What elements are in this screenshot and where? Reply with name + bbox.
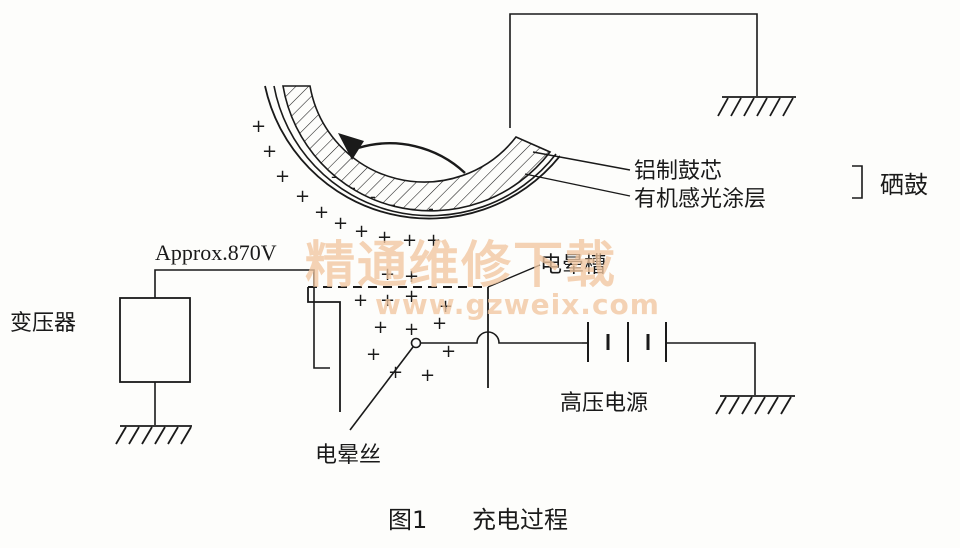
plus-sign: +: [373, 317, 388, 338]
ground-symbol-transformer: [115, 425, 192, 445]
hv-ground-wire: [666, 342, 756, 395]
watermark: 精通维修下载 www.gzweix.com: [305, 236, 660, 321]
plus-sign: +: [404, 266, 419, 287]
plus-sign: +: [404, 286, 419, 307]
minus-sign: -: [410, 199, 416, 218]
label-drum: 硒鼓: [880, 171, 928, 199]
corona-wire: [349, 331, 582, 431]
rotation-arrow: [338, 133, 466, 174]
drum: [264, 85, 560, 220]
plus-sign: +: [388, 362, 403, 383]
plus-sign: +: [426, 230, 441, 251]
slot-positive-charges: + + + + + + + + + + + + +: [353, 264, 456, 386]
label-corona-wire: 电晕丝: [315, 443, 381, 468]
caption-number: 图1: [388, 506, 427, 534]
drum-bracket: [852, 165, 863, 199]
plus-sign: +: [420, 365, 435, 386]
minus-sign: -: [428, 199, 434, 218]
minus-sign: -: [350, 178, 356, 197]
drum-ground-wire: [509, 13, 758, 128]
corona-wire-leader: [349, 346, 414, 431]
ground-symbol-hv: [715, 395, 795, 415]
label-hv-supply: 高压电源: [560, 391, 648, 416]
label-drum-core: 铝制鼓芯: [634, 159, 722, 184]
drum-positive-charges: + + + + + + + + + +: [251, 116, 441, 251]
label-opc-layer: 有机感光涂层: [634, 187, 766, 212]
ground-symbol-top: [717, 96, 796, 117]
drum-hatched-layer: [282, 85, 552, 212]
plus-sign: +: [353, 290, 368, 311]
plus-sign: +: [380, 264, 395, 285]
drum-mid-arc: [273, 85, 557, 217]
plus-sign: +: [275, 166, 290, 187]
plus-sign: +: [354, 221, 369, 242]
plus-sign: +: [377, 227, 392, 248]
minus-sign: -: [390, 195, 396, 214]
hv-battery: [587, 322, 667, 362]
plus-sign: +: [441, 341, 456, 362]
plus-sign: +: [402, 230, 417, 251]
label-voltage: Approx.870V: [155, 240, 277, 265]
plus-sign: +: [333, 213, 348, 234]
plus-sign: +: [251, 116, 266, 137]
plus-sign: +: [295, 186, 310, 207]
minus-sign: -: [370, 187, 376, 206]
leader-lines: [524, 151, 631, 197]
corona-slot-leader: [487, 264, 541, 288]
watermark-title: 精通维修下载: [305, 236, 617, 294]
corona-wire-node: [410, 337, 422, 349]
caption-title: 充电过程: [472, 506, 568, 534]
minus-sign: -: [331, 167, 337, 186]
plus-sign: +: [314, 202, 329, 223]
label-transformer: 变压器: [10, 311, 76, 336]
drum-negative-charges: - - - - - -: [331, 167, 434, 218]
plus-sign: +: [380, 290, 395, 311]
plus-sign: +: [438, 296, 453, 317]
corona-slot: [307, 264, 541, 412]
plus-sign: +: [404, 319, 419, 340]
plus-sign: +: [366, 344, 381, 365]
corona-slot-walls: [307, 287, 341, 412]
plus-sign: +: [262, 141, 277, 162]
drum-outer-arc: [264, 85, 560, 220]
hv-connection: [420, 331, 582, 344]
watermark-url: www.gzweix.com: [375, 288, 660, 321]
transformer-box: [119, 297, 191, 383]
plus-sign: +: [432, 313, 447, 334]
label-corona-slot: 电晕槽: [540, 253, 606, 278]
transformer-wiring: [154, 269, 330, 425]
